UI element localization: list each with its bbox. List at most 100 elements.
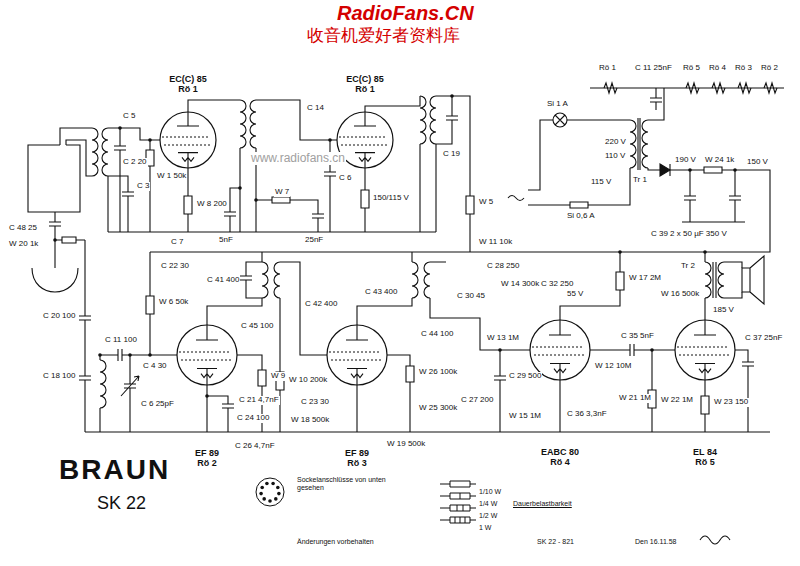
component-label: Rö 1 [598,64,617,73]
label-anchor: W 14 300k [500,280,540,289]
legend-row: 1/10 W [478,480,502,498]
junction-dot [118,126,122,130]
label-anchor: W 25 300k [418,404,458,413]
tube-envelope [675,320,735,380]
component-label: C 45 100 [240,322,274,331]
component-label: C 41 400 [206,276,240,285]
component-label: W 10 200k [288,376,328,385]
component-label: C 23 30 [300,398,330,407]
component-label: Änderungen vorbehalten [296,538,375,546]
socket-pin [260,486,264,490]
tube-electrodes [354,112,376,168]
component-label: W 6 50k [158,298,189,307]
legend-text: 1 W [478,524,492,531]
junction-dot [53,238,57,242]
component-label: C 21 4,7nF [238,396,280,405]
label-anchor: Tr 1 [632,176,648,185]
legend-text: 1/4 W [478,500,498,507]
component-label: C 6 [338,174,352,183]
label-anchor: W 17 2M [628,274,662,283]
legend-row: 1/2 W [478,504,498,522]
label-anchor: C 14 [306,104,325,113]
component-label: W 9 [270,372,286,381]
component-label: C 32 250 [540,280,574,289]
vacuum-tube-symbol [176,324,238,386]
label-anchor: C 30 45 [456,292,486,301]
component-label: C 6 25pF [140,400,175,409]
component-label: C 20 100 [42,312,76,321]
junction-dot [703,250,707,254]
tube-electrodes [549,320,571,380]
tube-number: Rö 4 [540,457,581,467]
socket-pin [259,492,263,496]
component-label: W 25 300k [418,404,458,413]
component-label: C 27 200 [460,396,494,405]
label-anchor: C 20 100 [42,312,76,321]
legend-resistor-sample [440,517,476,523]
label-anchor: C 29 500 [508,372,542,381]
tube-number: Rö 3 [344,458,371,468]
label-anchor: W 9 [270,372,286,381]
component-label: C 29 500 [508,372,542,381]
tube-label-block: EABC 80Rö 4 [540,447,581,468]
tube-grid [329,352,383,360]
label-anchor: 25nF [304,236,324,245]
tube-envelope [327,325,387,385]
label-anchor: W 7 [274,188,290,197]
component-label: Rö 5 [682,64,701,73]
component-label: W 8 200 [196,200,228,209]
socket-pin [262,497,266,501]
socket-pin [268,499,272,503]
label-anchor: C 26 4,7nF [234,442,276,451]
component-label: C 26 4,7nF [234,442,276,451]
tube-number: Rö 5 [692,457,718,467]
junction-dot [328,138,332,142]
component-label: Den 16.11.58 [634,538,678,546]
component-label: Rö 4 [708,64,727,73]
rectifier-diode [660,164,670,176]
component-label: W 7 [274,188,290,197]
label-anchor: SK 22 [96,494,147,514]
label-anchor: W 22 1M [660,396,694,405]
label-anchor: C 21 4,7nF [238,396,280,405]
tube-label-block: EC(C) 85Rö 1 [168,74,208,95]
label-anchor: W 5 [478,198,494,207]
label-anchor: W 18 500k [290,416,330,425]
tube-node: EC(C) 85Rö 1 [159,74,217,169]
component-label: C 19 [442,150,461,159]
tube-type: EC(C) 85 [168,74,208,84]
junction-dot [650,348,654,352]
tube-type: EC(C) 85 [345,74,385,84]
label-anchor: Sockelanschlüsse von unten gesehen [296,476,390,491]
component-label: C 36 3,3nF [566,410,608,419]
legend-text: 1/2 W [478,512,498,519]
label-anchor: 190 V [674,156,697,165]
tube-node: EF 89Rö 2 [176,324,238,469]
label-anchor: Änderungen vorbehalten [296,538,375,546]
component-label: RadioFans.CN [336,2,475,24]
loudspeaker-symbol [742,256,764,304]
tube-node: EL 84Rö 5 [674,319,736,468]
component-label: C 7 [170,238,184,247]
label-anchor: W 19 500k [386,440,426,449]
label-anchor: W 11 10k [478,238,513,247]
legend-row: 1 W [478,516,492,534]
tube-grid [532,347,586,355]
heater-symbol [604,83,777,93]
label-anchor: W 1 50k [156,172,187,181]
junction-dot [688,168,692,172]
tube-label-block: EF 89Rö 2 [194,448,221,469]
component-label: W 16 500k [660,290,700,299]
component-label: C 2 20 [122,158,148,167]
label-anchor: Den 16.11.58 [634,538,678,546]
label-anchor: W 13 1M [486,334,520,343]
junction-dot [148,138,152,142]
socket-pin [276,486,280,490]
wire [28,88,784,544]
tube-type: EABC 80 [540,447,581,457]
tube-node: EABC 80Rö 4 [529,319,591,468]
tube-socket-pinout [256,478,284,506]
component-label: W 15 1M [508,412,542,421]
socket-pin [265,482,269,486]
tube-grid [339,137,389,145]
